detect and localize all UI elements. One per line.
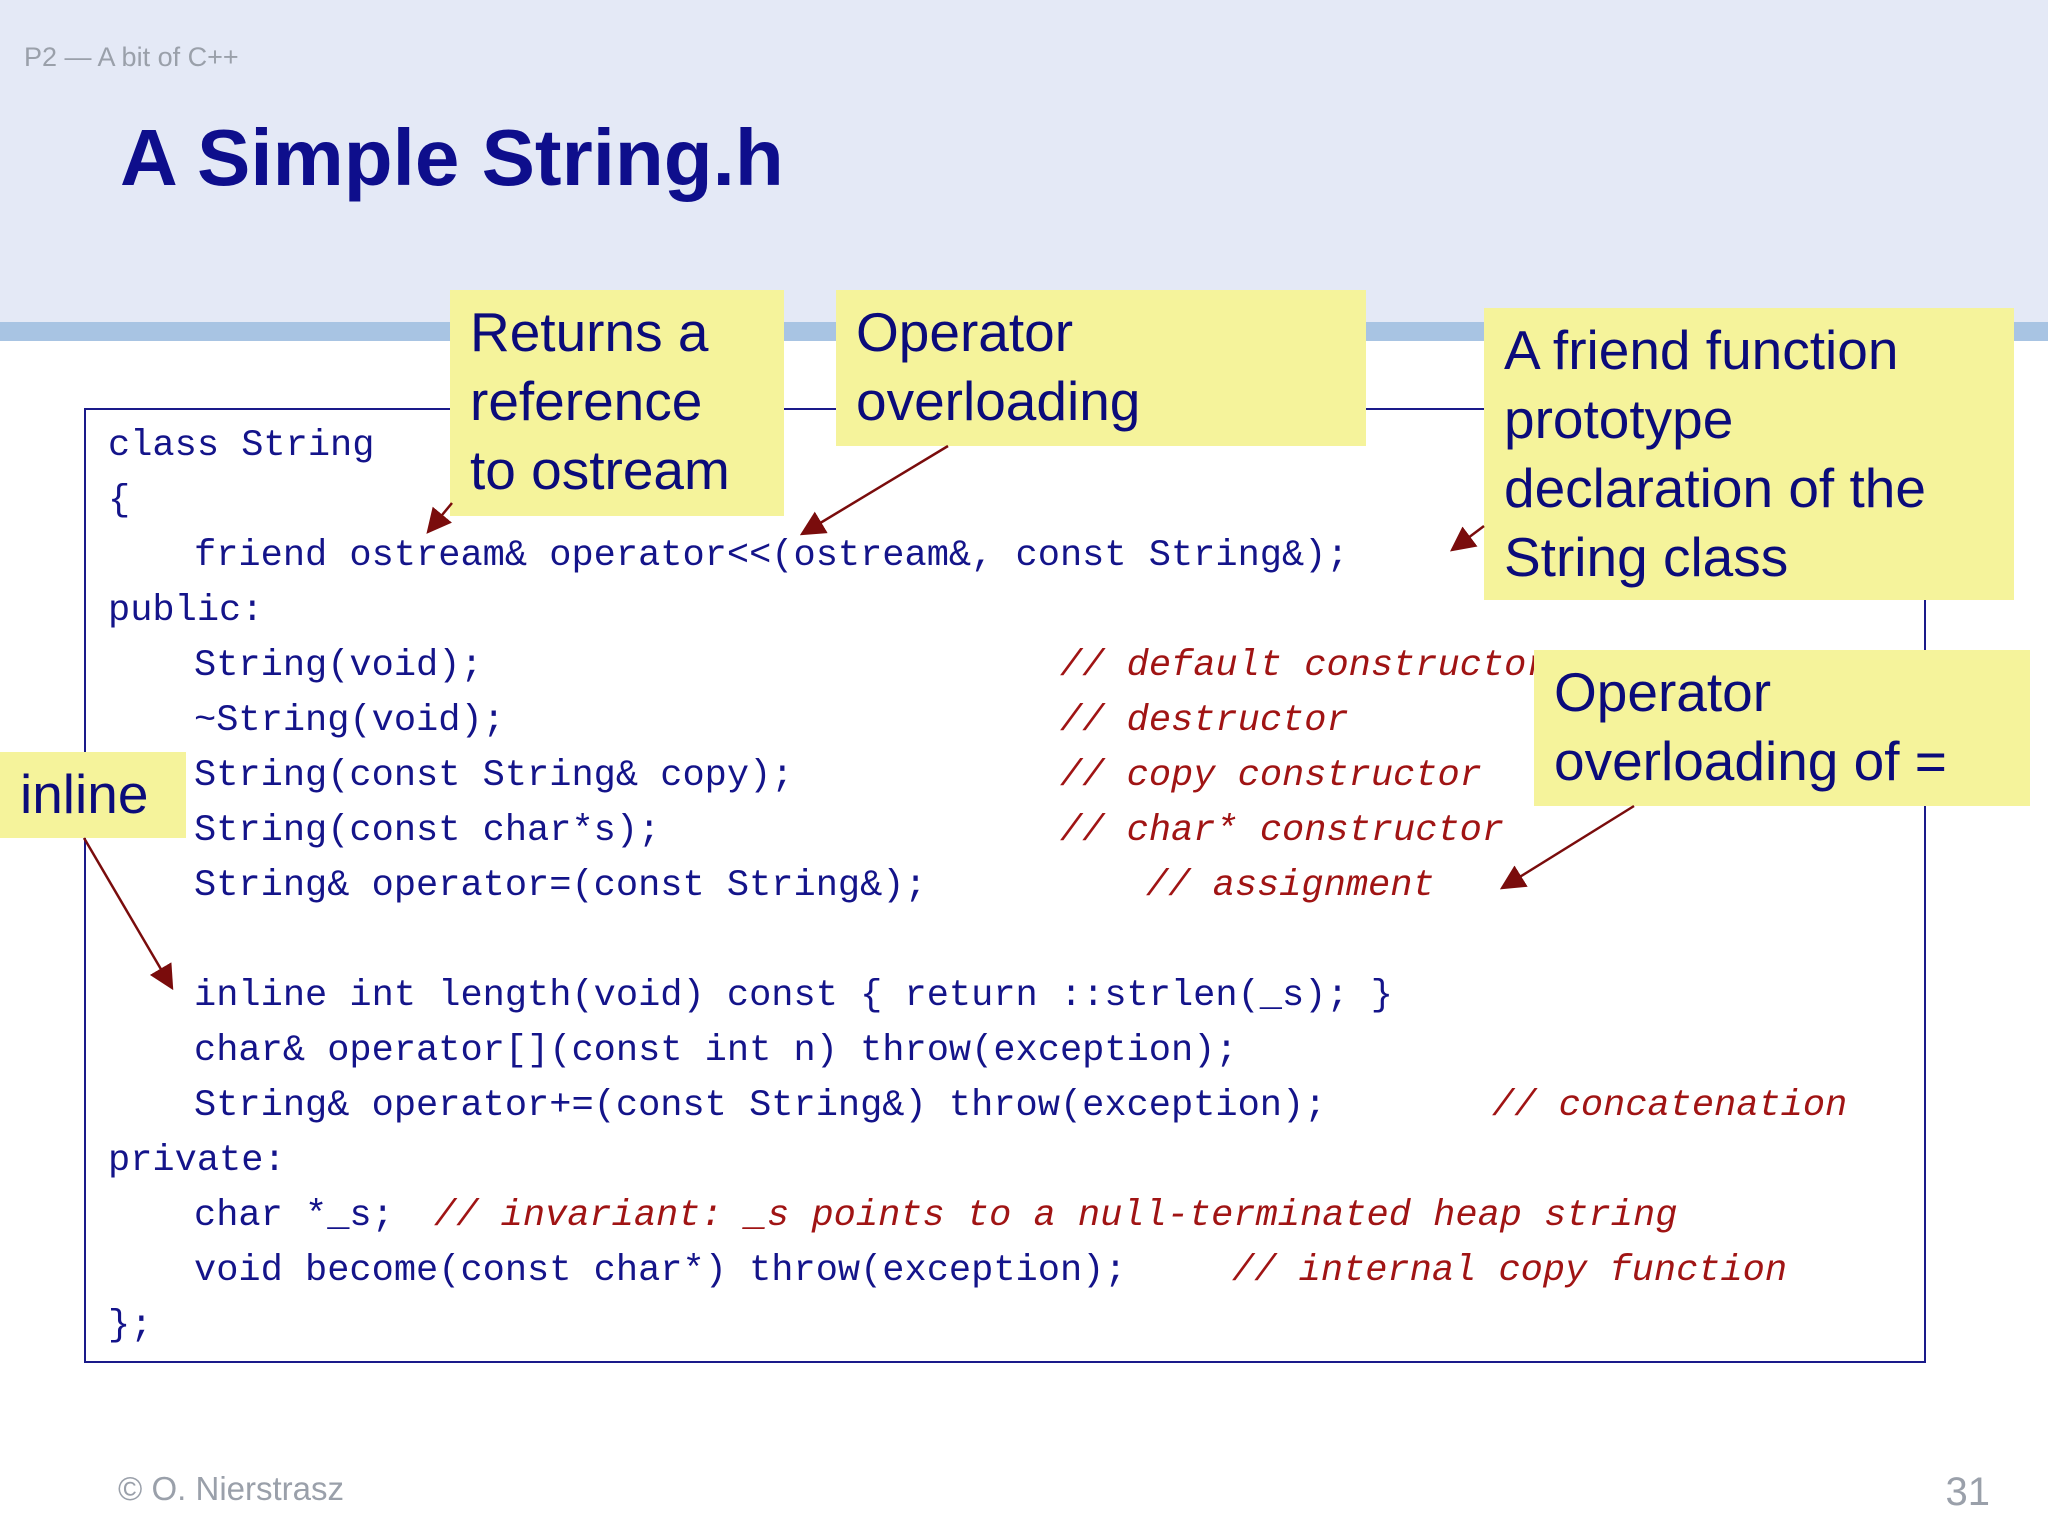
comment-invariant: // invariant: _s points to a null-termin… (434, 1195, 1678, 1237)
comment-char-constructor: // char* constructor (1060, 810, 1505, 852)
code-line-char-constructor: String(const char*s); (194, 810, 661, 852)
code-line-public-label: public: (108, 590, 264, 632)
callout-operator-overloading: Operator overloading (836, 290, 1366, 446)
slide-title: A Simple String.h (120, 113, 784, 202)
code-line-assignment-operator: String& operator=(const String&); (194, 865, 927, 907)
code-line-friend-operator: friend ostream& operator<<(ostream&, con… (194, 535, 1349, 577)
code-line-concat-operator: String& operator+=(const String&) throw(… (194, 1085, 1327, 1127)
code-line-index-operator: char& operator[](const int n) throw(exce… (194, 1030, 1238, 1072)
course-label: P2 — A bit of C++ (24, 42, 239, 72)
code-listing-box: class String { friend ostream& operator<… (84, 408, 1926, 1363)
header-band (0, 0, 2048, 322)
code-line-open-brace: { (108, 480, 131, 522)
code-line-destructor: ~String(void); (194, 700, 505, 742)
comment-copy-constructor: // copy constructor (1060, 755, 1482, 797)
callout-inline: inline (0, 752, 186, 838)
code-line-copy-constructor: String(const String& copy); (194, 755, 794, 797)
comment-internal-copy: // internal copy function (1232, 1250, 1788, 1292)
callout-operator-assignment: Operator overloading of = (1534, 650, 2030, 806)
code-line-class-decl: class String (108, 425, 375, 467)
footer-author: © O. Nierstrasz (118, 1470, 345, 1507)
callout-friend-function: A friend function prototype declaration … (1484, 308, 2014, 600)
callout-returns-reference: Returns a reference to ostream (450, 290, 784, 516)
code-line-become: void become(const char*) throw(exception… (194, 1250, 1127, 1292)
code-line-private-label: private: (108, 1140, 286, 1182)
code-line-close-brace: }; (108, 1305, 153, 1347)
page-number: 31 (1945, 1470, 1991, 1514)
code-line-inline-length: inline int length(void) const { return :… (194, 975, 1393, 1017)
code-line-char-pointer: char *_s; (194, 1195, 394, 1237)
comment-concatenation: // concatenation (1492, 1085, 1848, 1127)
comment-assignment: // assignment (1146, 865, 1435, 907)
comment-destructor: // destructor (1060, 700, 1349, 742)
comment-default-constructor: // default constructor (1060, 645, 1549, 687)
code-line-default-constructor: String(void); (194, 645, 483, 687)
